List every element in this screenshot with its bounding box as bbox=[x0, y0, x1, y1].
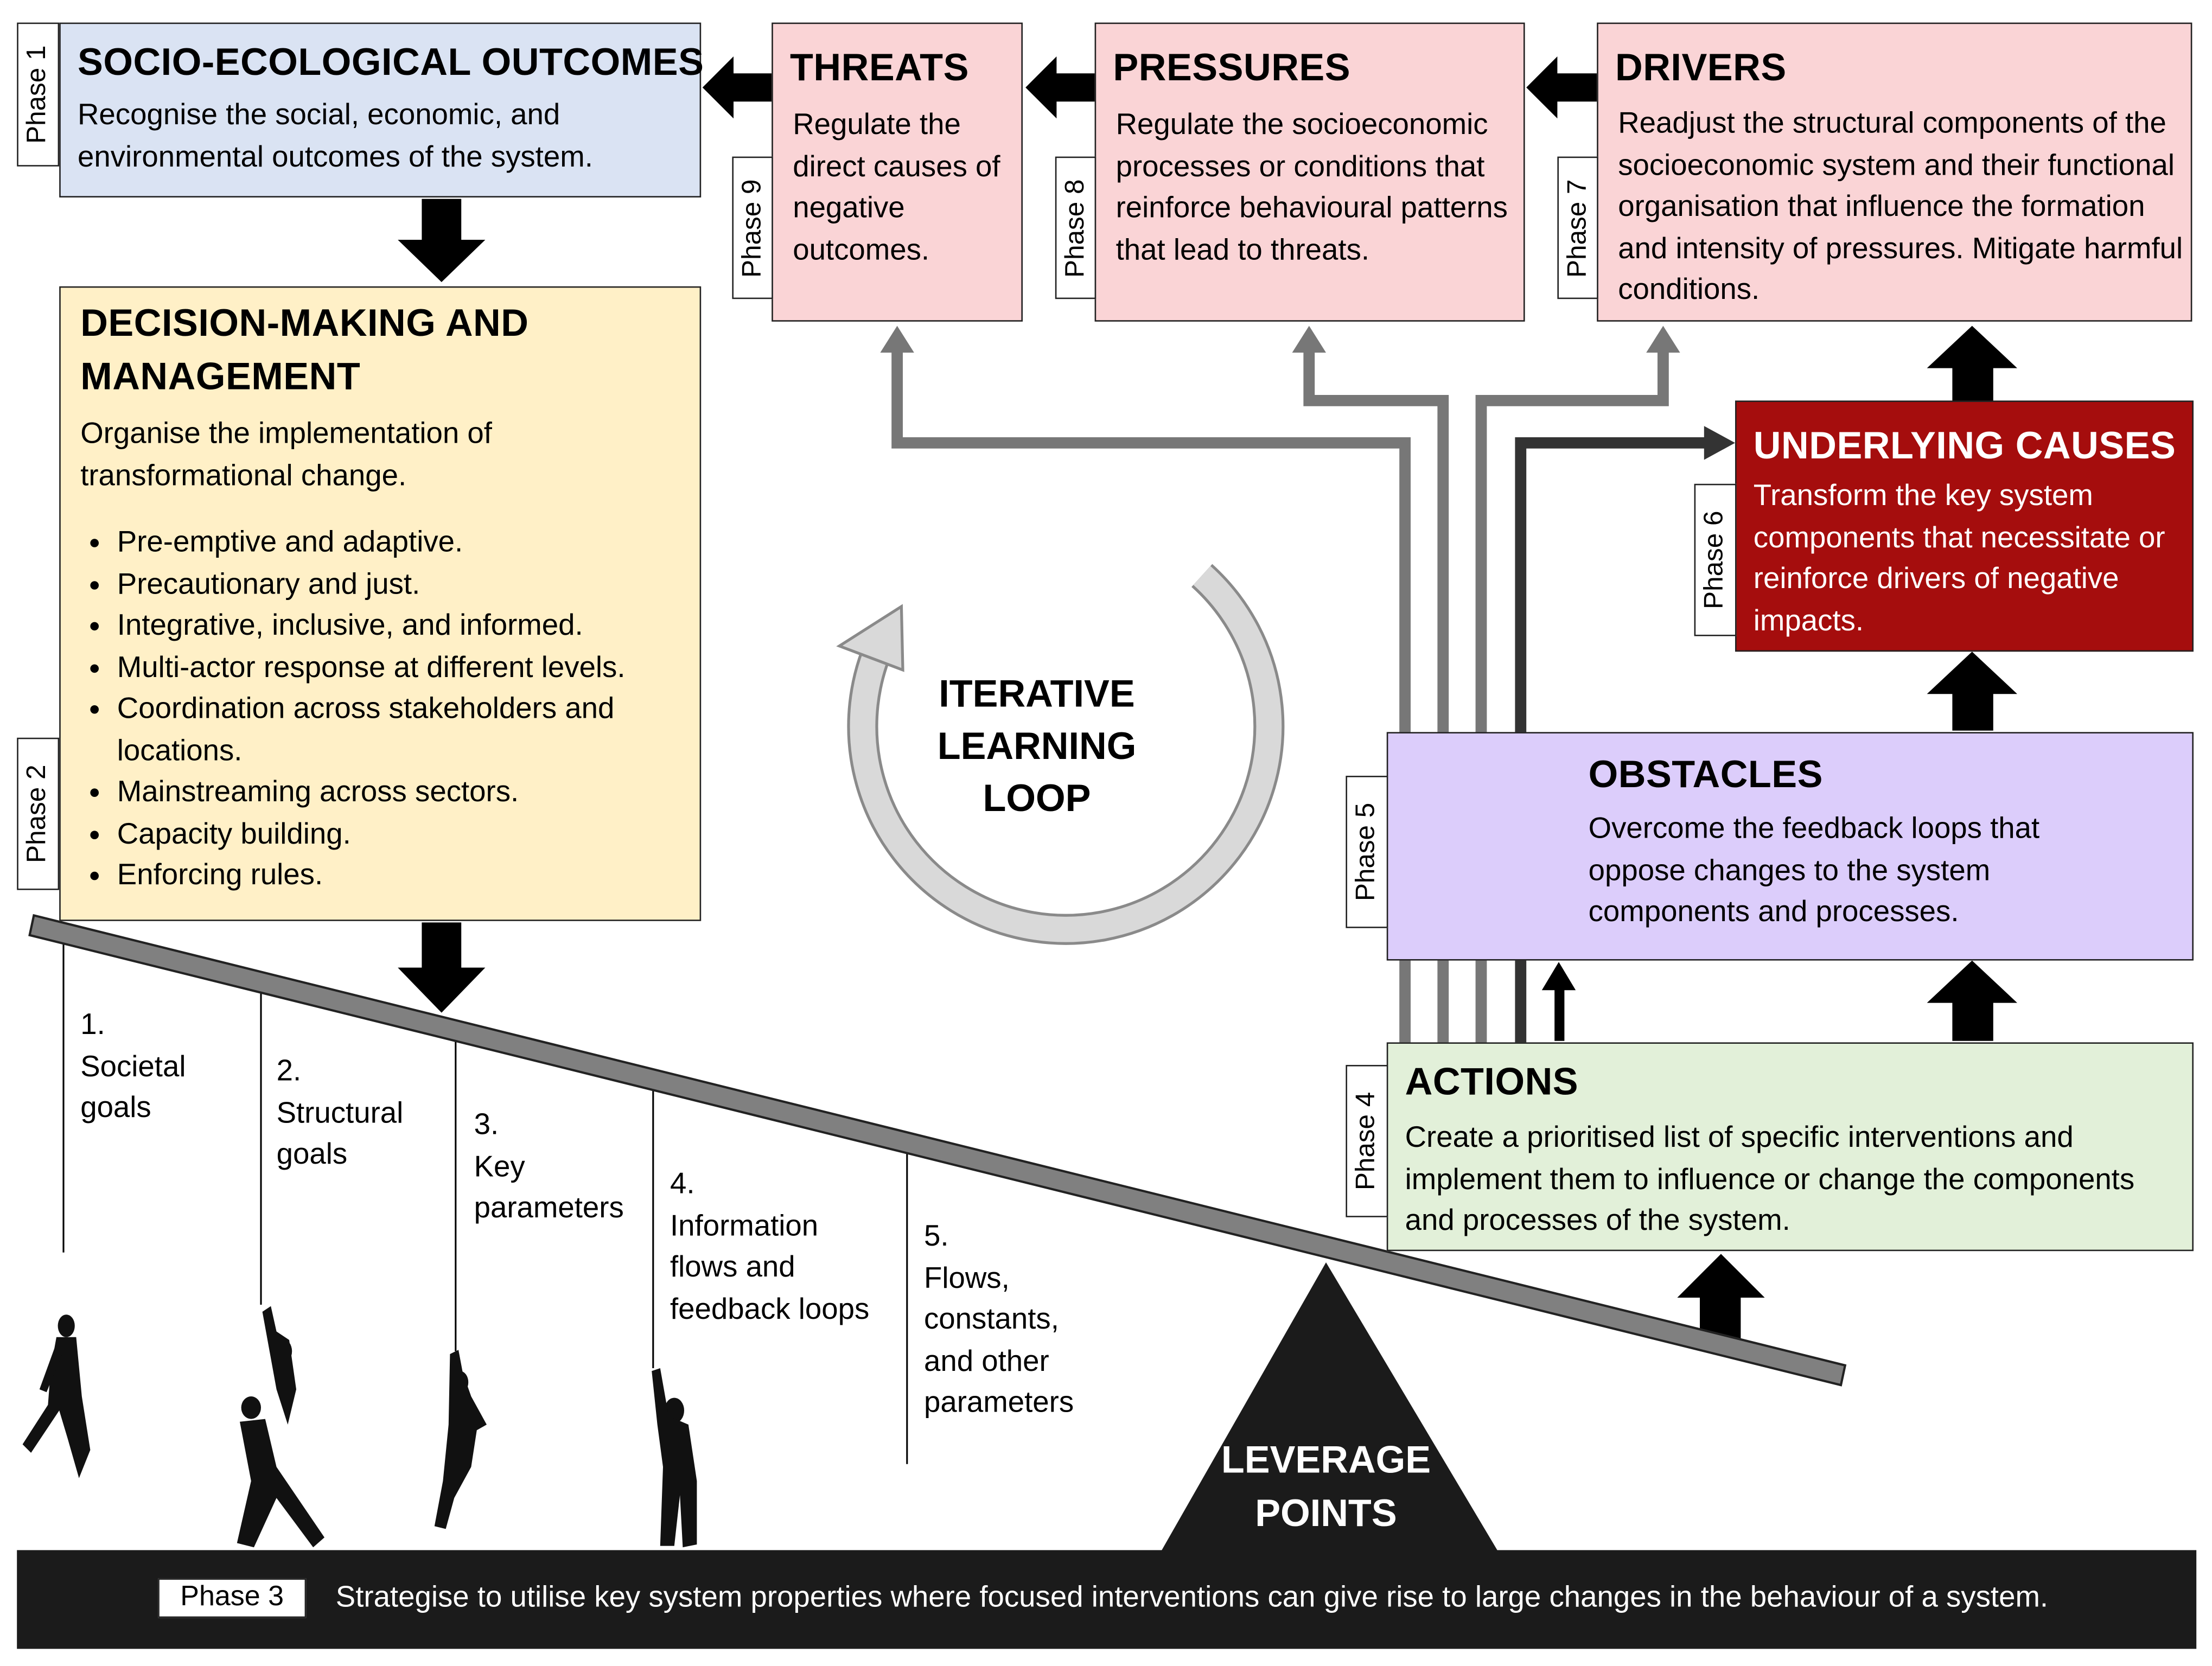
leverage-points-label: LEVERAGE POINTS bbox=[1221, 1439, 1431, 1535]
pressures-desc: Regulate the socioeconomic processes or … bbox=[1115, 108, 1508, 266]
decision-title: DECISION-MAKING AND MANAGEMENT bbox=[80, 302, 529, 398]
carrying-people-silhouette bbox=[237, 1306, 324, 1548]
obstacles-box: OBSTACLES Overcome the feedback loops th… bbox=[1386, 732, 2194, 961]
principle-item: Multi-actor response at different levels… bbox=[117, 647, 703, 688]
fulcrum bbox=[1161, 1262, 1499, 1552]
outcomes-desc: Recognise the social, economic, and envi… bbox=[78, 99, 593, 173]
principle-item: Integrative, inclusive, and informed. bbox=[117, 605, 703, 647]
phase-6-tag: Phase 6 bbox=[1694, 483, 1737, 636]
iterative-learning-loop-label: ITERATIVE LEARNING LOOP bbox=[937, 673, 1137, 820]
principle-item: Precautionary and just. bbox=[117, 564, 703, 605]
phase-3-description: Strategise to utilise key system propert… bbox=[335, 1581, 2049, 1614]
obstacles-title: OBSTACLES bbox=[1588, 753, 1824, 796]
hanging-person-silhouette bbox=[434, 1350, 487, 1529]
actions-box: ACTIONS Create a prioritised list of spe… bbox=[1386, 1042, 2194, 1252]
lever-point-3-label: 3. Key parameters bbox=[474, 1108, 624, 1224]
principle-item: Pre-emptive and adaptive. bbox=[117, 522, 703, 564]
phase-8-tag: Phase 8 bbox=[1055, 156, 1097, 299]
actions-desc: Create a prioritised list of specific in… bbox=[1405, 1121, 2135, 1237]
principle-item: Coordination across stakeholders and loc… bbox=[117, 688, 703, 771]
principle-item: Mainstreaming across sectors. bbox=[117, 771, 703, 813]
decision-box: DECISION-MAKING AND MANAGEMENT Organise … bbox=[59, 286, 703, 921]
lever-point-4-label: 4. Information flows and feedback loops bbox=[670, 1167, 870, 1325]
drivers-box: DRIVERS Readjust the structural componen… bbox=[1597, 22, 2192, 322]
phase-3-tag: Phase 3 bbox=[158, 1578, 307, 1618]
threats-title: THREATS bbox=[790, 46, 969, 89]
lever-point-1-label: 1. Societal goals bbox=[80, 1008, 186, 1125]
phase-5-tag: Phase 5 bbox=[1346, 776, 1388, 928]
drivers-desc: Readjust the structural components of th… bbox=[1618, 107, 2183, 307]
threats-box: THREATS Regulate the direct causes of ne… bbox=[772, 22, 1023, 322]
outcomes-title: SOCIO-ECOLOGICAL OUTCOMES bbox=[78, 41, 704, 84]
obstacles-desc: Overcome the feedback loops that oppose … bbox=[1588, 812, 2040, 928]
lever-point-2-label: 2. Structural goals bbox=[276, 1055, 404, 1171]
flow-arrows bbox=[398, 56, 2017, 1340]
actions-title: ACTIONS bbox=[1405, 1061, 1579, 1103]
principle-item: Capacity building. bbox=[117, 813, 703, 855]
drivers-title: DRIVERS bbox=[1615, 46, 1787, 89]
decision-desc: Organise the implementation of transform… bbox=[80, 417, 492, 492]
outcomes-box: SOCIO-ECOLOGICAL OUTCOMES Recognise the … bbox=[59, 22, 704, 197]
pressures-box: PRESSURES Regulate the socioeconomic pro… bbox=[1094, 22, 1525, 322]
phase-2-tag: Phase 2 bbox=[17, 737, 60, 890]
underlying-causes-desc: Transform the key system components that… bbox=[1753, 479, 2165, 637]
phase-4-tag: Phase 4 bbox=[1346, 1064, 1388, 1217]
phase-7-tag: Phase 7 bbox=[1557, 156, 1598, 299]
phase-1-tag: Phase 1 bbox=[17, 22, 60, 167]
underlying-causes-title: UNDERLYING CAUSES bbox=[1753, 424, 2176, 467]
phase-3-bar bbox=[17, 1550, 2197, 1649]
phase-9-tag: Phase 9 bbox=[732, 156, 773, 299]
people-silhouettes bbox=[22, 1306, 697, 1548]
pressures-title: PRESSURES bbox=[1113, 46, 1351, 89]
lever-point-5-label: 5. Flows, constants, and other parameter… bbox=[923, 1220, 1074, 1419]
pulling-person-silhouette bbox=[652, 1368, 697, 1548]
lever-beam bbox=[28, 914, 1847, 1387]
loop-arrow bbox=[836, 564, 1285, 945]
principle-item: Enforcing rules. bbox=[117, 855, 703, 897]
decision-principles-list: Pre-emptive and adaptive. Precautionary … bbox=[82, 522, 703, 896]
underlying-causes-box: UNDERLYING CAUSES Transform the key syst… bbox=[1735, 400, 2194, 652]
lever-strings bbox=[62, 934, 908, 1464]
jumping-person-silhouette bbox=[22, 1314, 91, 1478]
threats-desc: Regulate the direct causes of negative o… bbox=[793, 108, 1000, 266]
